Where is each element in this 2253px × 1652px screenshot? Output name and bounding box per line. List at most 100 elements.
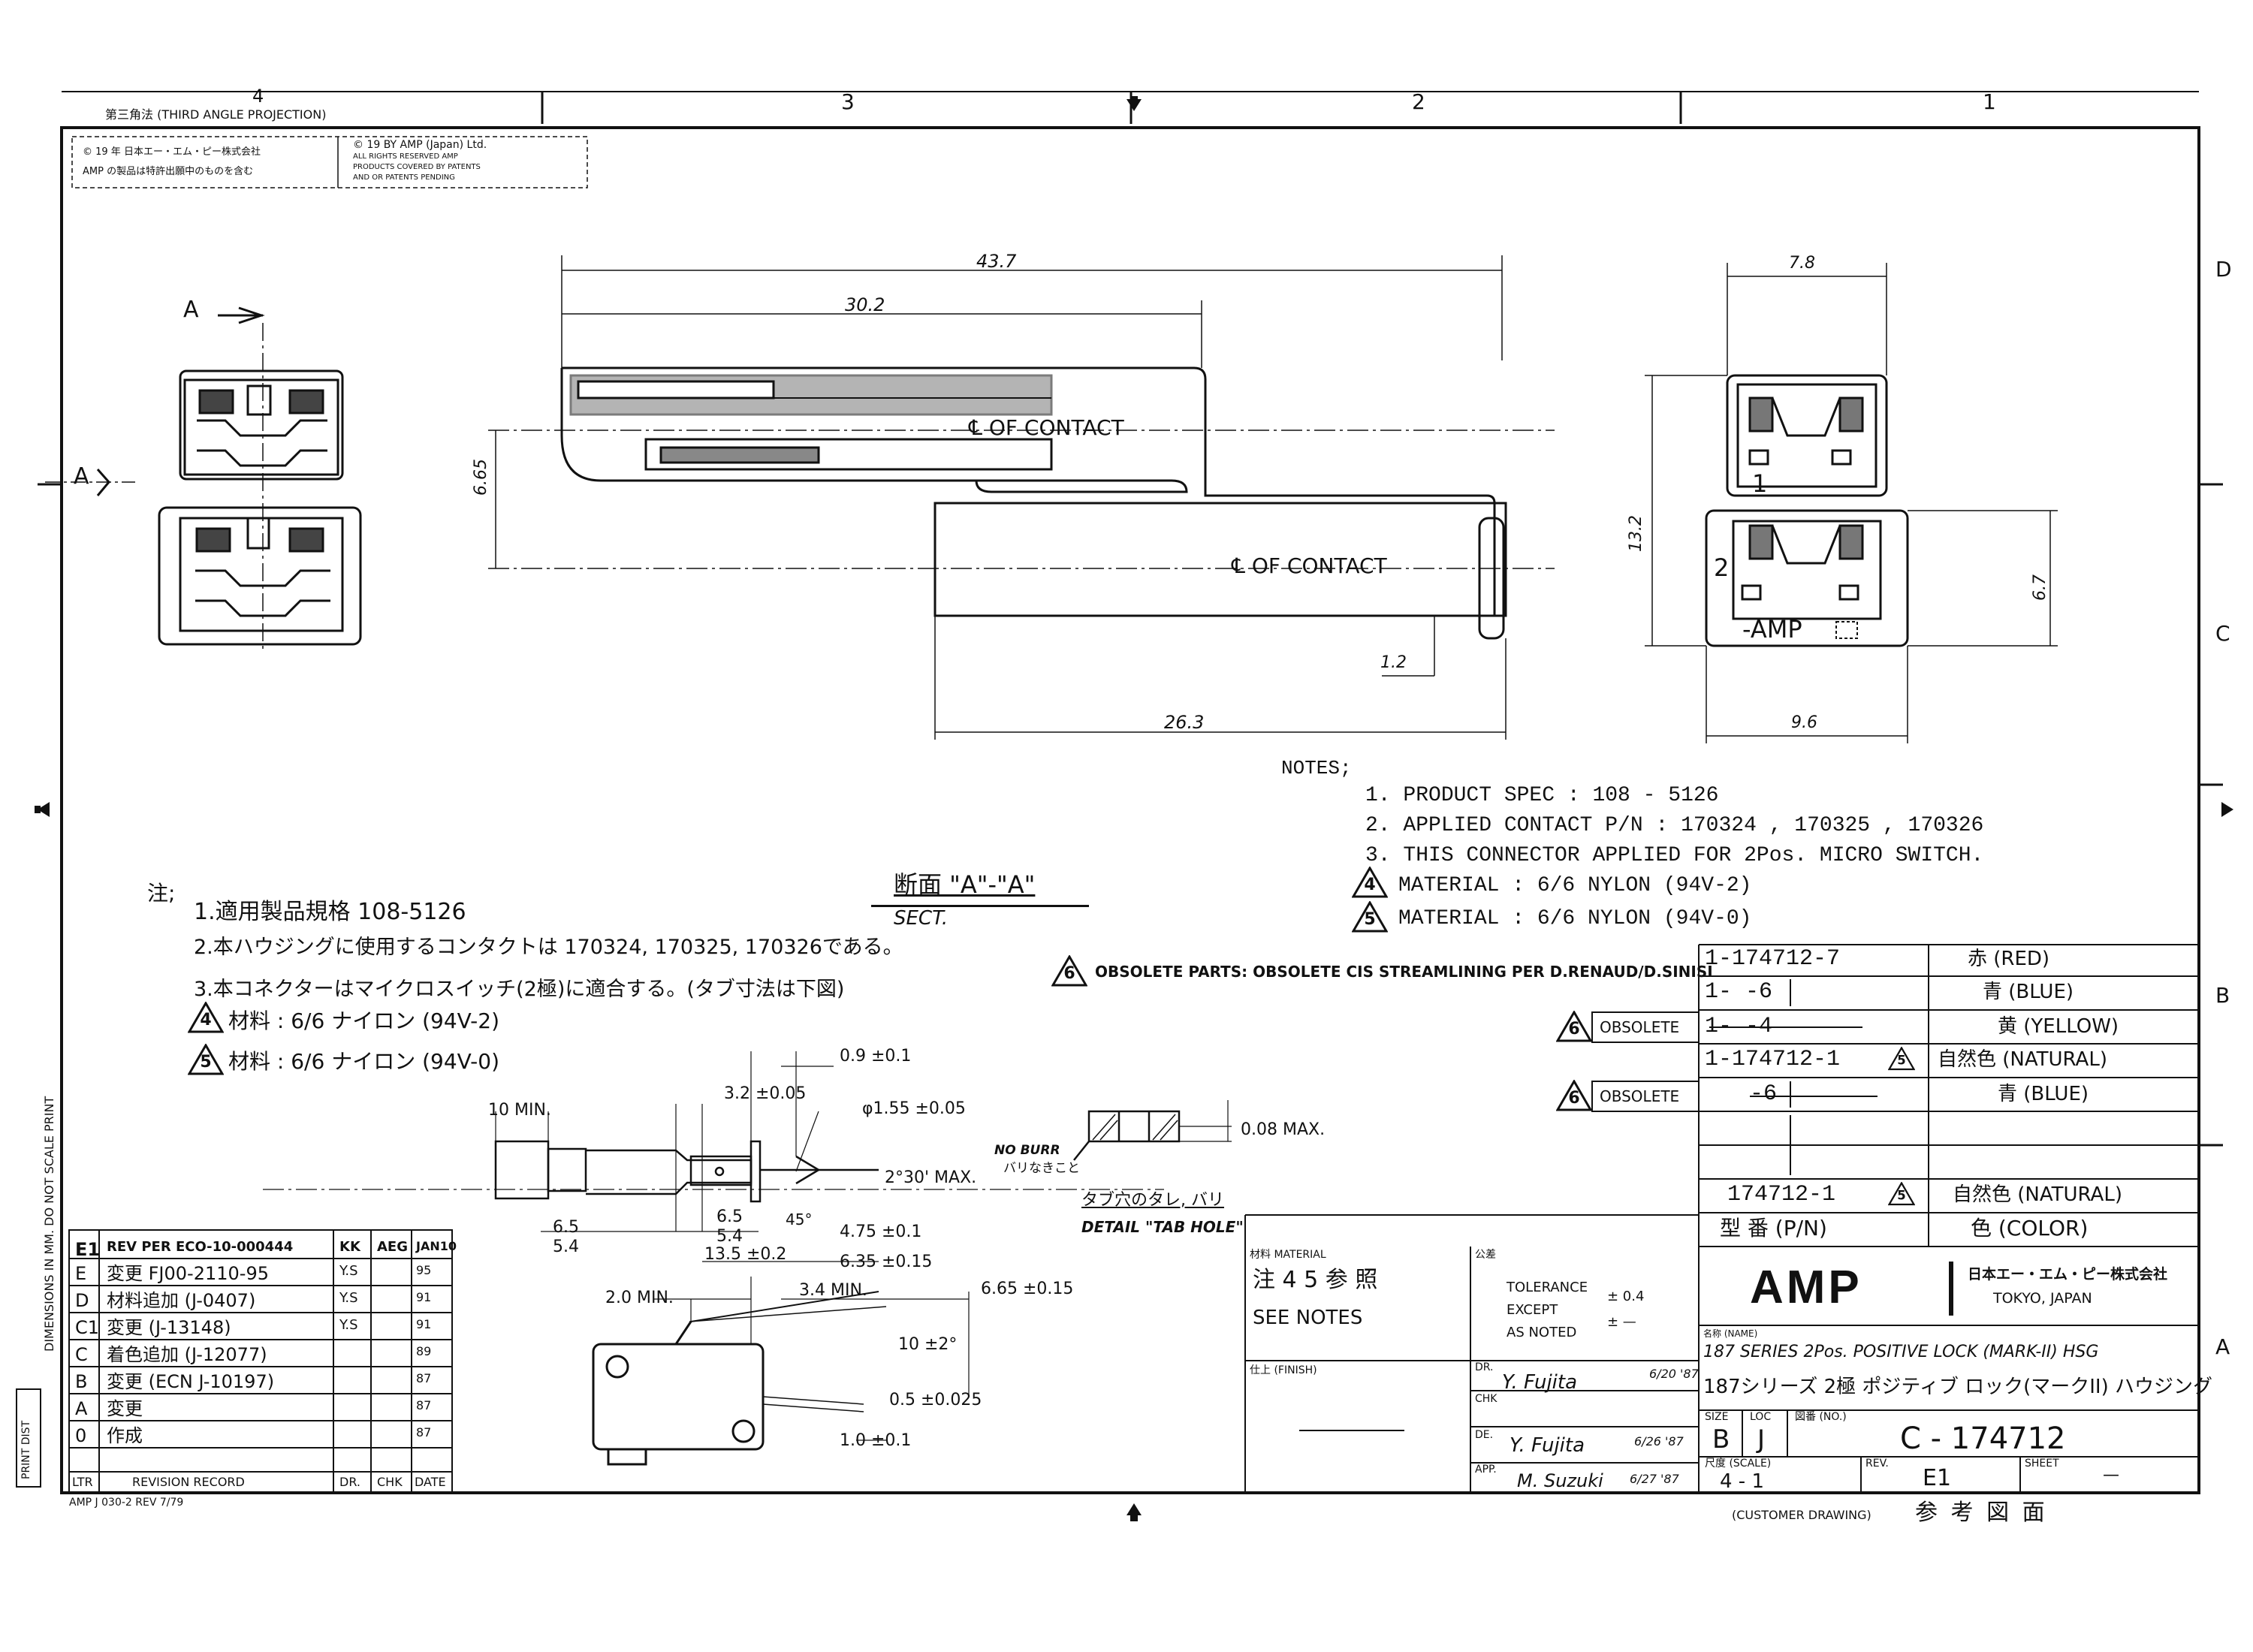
- dim-7-8: 7.8: [1789, 254, 1815, 273]
- parts-color-1: 赤 (RED): [1968, 948, 2050, 970]
- tab-dim-6-5: 6.5: [553, 1218, 579, 1237]
- tab-dim-3-2: 3.2 ±0.05: [724, 1084, 807, 1103]
- tb-drawing-number: C - 174712: [1900, 1421, 2066, 1456]
- tb-as-noted: AS NOTED: [1507, 1325, 1577, 1340]
- tab-dim-13-5: 13.5 ±0.2: [704, 1245, 787, 1264]
- rev-date: 95: [416, 1263, 432, 1277]
- rev-date: 87: [416, 1371, 432, 1385]
- rev-ltr: E: [75, 1263, 87, 1284]
- jp-note-1: 1.適用製品規格 108-5126: [194, 899, 466, 925]
- parts-color-3: 黄 (YELLOW): [1998, 1015, 2119, 1038]
- rev-desc: 着色追加 (J-12077): [107, 1344, 267, 1365]
- amp-logo: AMP: [1750, 1262, 1862, 1313]
- tb-loc: J: [1757, 1424, 1766, 1455]
- note-5: MATERIAL : 6/6 NYLON (94V-0): [1398, 907, 1752, 930]
- centerline-contact-2: ℄ OF CONTACT: [1232, 553, 1387, 578]
- zone-b: B: [2215, 983, 2230, 1008]
- tb-finish-label: 仕上 (FINISH): [1250, 1364, 1317, 1376]
- tb-material-label: 材料 MATERIAL: [1250, 1249, 1326, 1261]
- tb-name-jp: 187シリーズ 2極 ポジティブ ロック(マークII) ハウジング: [1703, 1376, 2212, 1398]
- tb-tol-val1: ± 0.4: [1607, 1289, 1645, 1304]
- copyright-jp: © 19 年 日本エー・エム・ピー株式会社: [83, 146, 261, 158]
- rev-date: 87: [416, 1398, 432, 1412]
- company-city: TOKYO, JAPAN: [1993, 1290, 2092, 1307]
- tb-app-date: 6/27 '87: [1630, 1472, 1679, 1486]
- rev-ltr: A: [75, 1398, 88, 1419]
- rev-ltr: D: [75, 1290, 89, 1311]
- parts-tri-5-row6: 5: [1888, 1182, 1924, 1213]
- section-label-a-top: A: [183, 297, 199, 323]
- note-3: 3. THIS CONNECTOR APPLIED FOR 2Pos. MICR…: [1365, 844, 1984, 867]
- tb-name-en: 187 SERIES 2Pos. POSITIVE LOCK (MARK-II)…: [1703, 1343, 2099, 1361]
- rev-desc: 材料追加 (J-0407): [107, 1290, 256, 1311]
- dim-26-3: 26.3: [1164, 712, 1205, 733]
- dim-43-7: 43.7: [976, 251, 1017, 272]
- rev-ltr: C: [75, 1344, 88, 1365]
- note-2: 2. APPLIED CONTACT P/N : 170324 , 170325…: [1365, 814, 1984, 837]
- tab-dim-0-9: 0.9 ±0.1: [840, 1047, 912, 1066]
- dim-1-2: 1.2: [1380, 653, 1407, 672]
- note-5-triangle: 5: [1352, 901, 1388, 933]
- jp-note-2: 2.本ハウジングに使用するコンタクトは 170324, 170325, 1703…: [194, 936, 903, 959]
- centerline-contact-1: ℄ OF CONTACT: [969, 415, 1124, 440]
- rev-desc: 変更: [107, 1398, 143, 1419]
- tab-dim-4-75: 4.75 ±0.1: [840, 1222, 922, 1241]
- no-burr-label: NO BURR: [994, 1143, 1060, 1158]
- section-subtitle: SECT.: [894, 907, 949, 930]
- tb-tolerance-jp: 公差: [1475, 1249, 1496, 1261]
- tab-dim-6-35: 6.35 ±0.15: [840, 1253, 933, 1271]
- copyright-en4: AND OR PATENTS PENDING: [353, 173, 455, 182]
- tab-hole-label: DETAIL "TAB HOLE": [1081, 1218, 1244, 1236]
- tb-rev: E1: [1923, 1465, 1952, 1491]
- rev-ltr: C1: [75, 1317, 100, 1338]
- switch-dim-10: 10 ±2°: [898, 1335, 958, 1354]
- parts-pn-1: 1-174712-7: [1705, 946, 1841, 972]
- rev-dr: KK: [339, 1239, 360, 1255]
- tb-material-value: 注 4 5 参 照: [1253, 1267, 1378, 1293]
- tb-dr-date: 6/20 '87: [1649, 1367, 1699, 1381]
- section-label-a-side: A: [74, 463, 89, 490]
- tab-dim-6-5b: 6.5: [716, 1207, 743, 1226]
- copyright-en3: PRODUCTS COVERED BY PATENTS: [353, 163, 481, 171]
- rev-dr: Y.S: [339, 1317, 358, 1333]
- parts-color-5: 青 (BLUE): [1998, 1083, 2089, 1105]
- rev-date: JAN10: [416, 1239, 457, 1253]
- rev-desc: 作成: [107, 1425, 143, 1446]
- note-1: 1. PRODUCT SPEC : 108 - 5126: [1365, 784, 1719, 807]
- parts-header-pn: 型 番 (P/N): [1720, 1216, 1827, 1241]
- jp-note-4-triangle: 4: [188, 1002, 224, 1033]
- rev-footer-date: DATE: [415, 1475, 446, 1489]
- tb-sheet: —: [2103, 1466, 2119, 1485]
- rev-chk: AEG: [377, 1239, 409, 1255]
- rev-footer-dr: DR.: [339, 1475, 360, 1489]
- tb-no-label: 図番 (NO.): [1795, 1411, 1847, 1423]
- tab-dim-phi: φ1.55 ±0.05: [862, 1099, 966, 1118]
- parts-header-color: 色 (COLOR): [1971, 1216, 2089, 1241]
- tb-name-label: 名称 (NAME): [1703, 1328, 1758, 1339]
- switch-dim-0-5: 0.5 ±0.025: [889, 1391, 982, 1409]
- section-title-rule: [871, 905, 1089, 907]
- parts-obsolete-triangle-1: 6: [1556, 1011, 1592, 1042]
- parts-obsolete-label-2: OBSOLETE: [1600, 1087, 1680, 1105]
- tb-scale-label: 尺度 (SCALE): [1705, 1458, 1772, 1470]
- tb-chk-label: CHK: [1475, 1393, 1497, 1405]
- parts-pn-4: 1-174712-1: [1705, 1047, 1841, 1072]
- rev-date: 91: [416, 1317, 432, 1331]
- no-burr-jp-label: バリなきこと: [1003, 1161, 1080, 1176]
- parts-color-2: 青 (BLUE): [1983, 981, 2074, 1003]
- amp-housing-mark: -AMP: [1742, 615, 1802, 644]
- rev-date: 87: [416, 1425, 432, 1439]
- zone-3: 3: [841, 89, 855, 114]
- parts-tri-5-row4: 5: [1888, 1047, 1924, 1078]
- projection-label: 第三角法 (THIRD ANGLE PROJECTION): [105, 107, 327, 122]
- note-4-triangle: 4: [1352, 867, 1388, 898]
- tb-sheet-label: SHEET: [2025, 1458, 2059, 1470]
- rev-desc: 変更 (J-13148): [107, 1317, 231, 1338]
- tb-except: EXCEPT: [1507, 1302, 1558, 1318]
- parts-obsolete-triangle-2: 6: [1556, 1080, 1592, 1111]
- tb-de-date: 6/26 '87: [1634, 1434, 1684, 1449]
- rev-dr: Y.S: [339, 1290, 358, 1306]
